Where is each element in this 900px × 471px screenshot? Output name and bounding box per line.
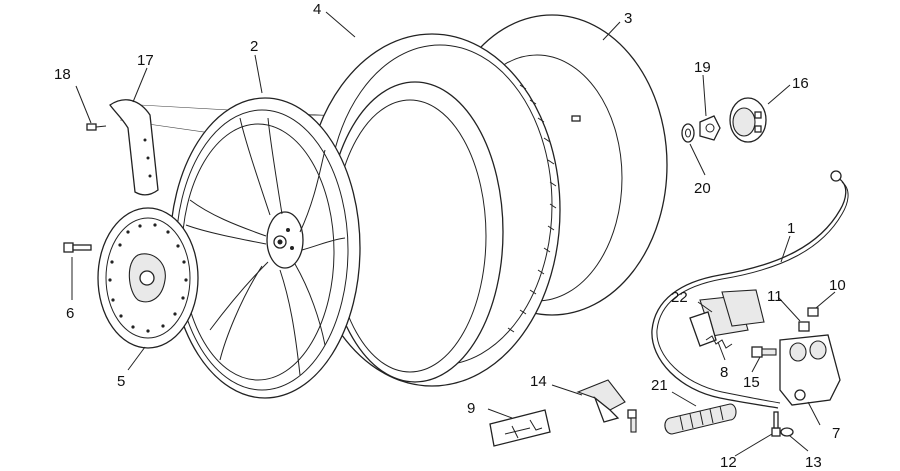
callout-1: 1 [787,220,795,237]
rim [169,97,361,399]
banjo-bolt [771,411,781,437]
callout-8: 8 [720,364,728,381]
brake-pads [689,289,765,347]
callout-11: 11 [767,288,783,305]
callout-10: 10 [829,277,846,294]
callout-21: 21 [651,377,668,394]
callout-16: 16 [792,75,809,92]
callout-20: 20 [694,180,711,197]
bleed-cap [807,307,819,317]
callout-13: 13 [805,454,822,471]
sealing-washer [780,427,794,437]
callout-7: 7 [832,425,840,442]
callout-19: 19 [694,59,711,76]
leader-lines [71,11,836,457]
caliper-bracket [576,379,637,433]
callout-3: 3 [624,10,632,27]
hose-spring [664,403,737,435]
washer [681,123,695,143]
callout-labels: 4 2 3 17 18 6 5 19 16 20 1 10 11 22 8 15… [54,1,846,471]
callout-2: 2 [250,38,258,55]
clip-kit [489,409,551,447]
pad-spring [705,335,733,349]
cover-plate [109,99,159,196]
callout-9: 9 [467,400,475,417]
callout-5: 5 [117,373,125,390]
bleed-screw [798,321,810,332]
caliper-bolt [751,346,777,358]
callout-4: 4 [313,1,321,18]
callout-14: 14 [530,373,547,390]
callout-6: 6 [66,305,74,322]
brake-disc [97,207,199,349]
axle-nut [699,115,721,141]
brake-caliper [779,334,841,406]
callout-18: 18 [54,66,71,83]
screw [86,123,107,131]
disc-bolt [63,242,92,253]
callout-22: 22 [671,289,688,306]
tire [303,33,561,387]
hub-cap [729,97,767,143]
callout-17: 17 [137,52,154,69]
callout-12: 12 [720,454,737,471]
callout-15: 15 [743,374,760,391]
